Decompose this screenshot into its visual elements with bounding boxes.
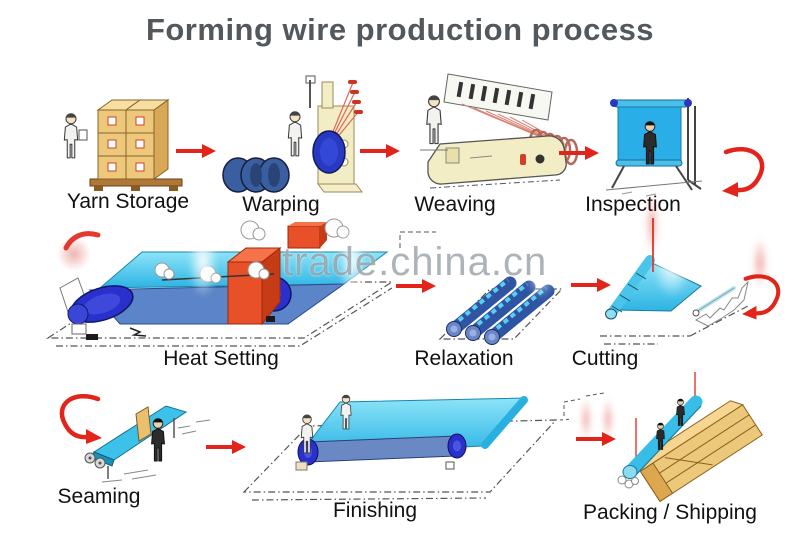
crane-line <box>652 218 654 272</box>
sketch-dash-mark <box>399 231 436 248</box>
step-label-packing-shipping: Packing / Shipping <box>583 501 757 524</box>
step-label-weaving: Weaving <box>414 193 496 216</box>
step-label-heat-setting: Heat Setting <box>163 347 279 370</box>
curved-flow-arrow-row1 <box>722 146 765 197</box>
flow-arrow-4 <box>396 279 436 293</box>
step-label-warping: Warping <box>242 193 320 216</box>
step-label-inspection: Inspection <box>585 193 681 216</box>
packing-shipping-illustration <box>617 372 763 503</box>
step-label-relaxation: Relaxation <box>414 347 514 370</box>
step-label-finishing: Finishing <box>332 499 418 522</box>
yarn-storage-illustration <box>63 99 183 191</box>
finishing-illustration <box>242 394 558 501</box>
step-label-cutting: Cutting <box>571 347 639 370</box>
sketch-dash-mark <box>559 392 605 421</box>
step-label-seaming: Seaming <box>57 485 141 508</box>
flow-arrow-2 <box>360 144 400 158</box>
watermark-text: trade.china.cn <box>282 240 548 284</box>
flow-arrow-6 <box>206 440 246 454</box>
seaming-illustration <box>84 405 211 483</box>
curved-flow-arrow-row2 <box>742 274 781 320</box>
warping-illustration <box>222 75 363 193</box>
faded-curved-arrow-row2 <box>57 231 101 271</box>
heat-setting-illustration <box>45 218 395 347</box>
flow-arrow-5 <box>571 278 611 292</box>
page-title: Forming wire production process <box>145 12 655 47</box>
flow-arrow-1 <box>176 144 216 158</box>
inspection-illustration <box>605 98 703 197</box>
flow-arrow-7 <box>576 432 616 446</box>
step-label-yarn-storage: Yarn Storage <box>66 190 190 213</box>
weaving-illustration <box>420 73 579 189</box>
flow-arrow-3 <box>559 146 599 160</box>
curved-flow-arrow-row3 <box>59 393 102 444</box>
